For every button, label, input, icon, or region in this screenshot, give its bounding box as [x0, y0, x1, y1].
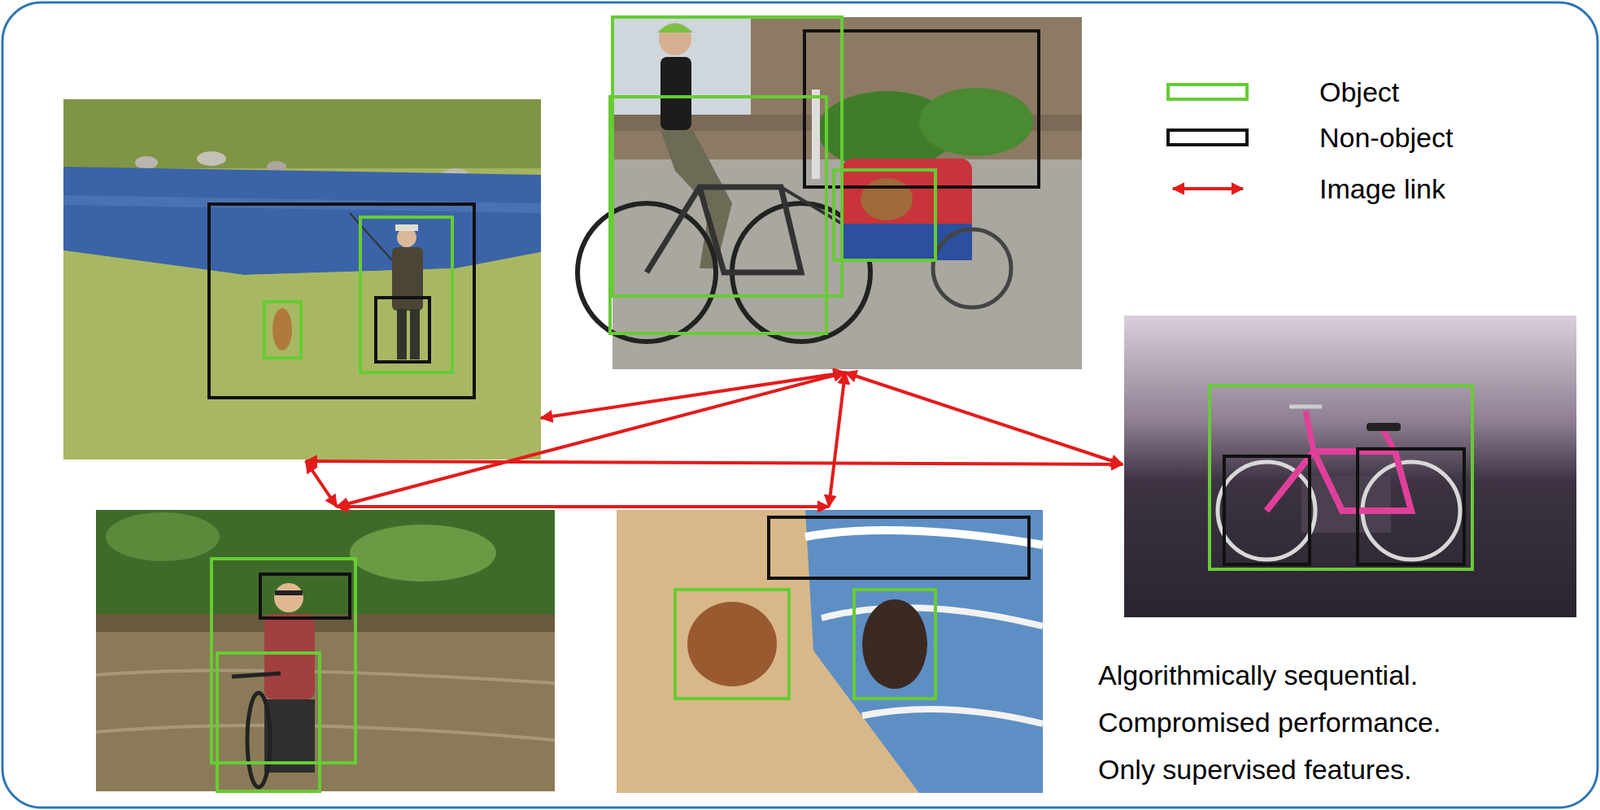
legend-samples-part: [1172, 187, 1243, 191]
note-text-holder: Compromised performance.: [1098, 706, 1441, 739]
photo-beach-dogs-part: [805, 510, 1043, 794]
photo-fisherman-part: [63, 99, 541, 169]
photo-cyclist-part: [612, 17, 842, 297]
photo-cyclist-part: [811, 89, 820, 179]
image-links-part: [845, 372, 1123, 465]
image-links: [305, 372, 1123, 507]
photo-pink-bicycle-part: [1266, 451, 1412, 511]
photo-pink-bicycle-part: [1124, 315, 1577, 618]
legend-label: Object: [1319, 75, 1400, 109]
legend-samples-part: [1168, 84, 1247, 100]
photo-pink-bicycle-part: [1305, 410, 1314, 452]
photo-river-walker-part: [274, 583, 304, 613]
photo-cyclist-part: [860, 178, 913, 221]
photo-river-walker-part: [95, 510, 555, 792]
photo-pink-bicycle-part: [1224, 456, 1310, 565]
photo-pink-bicycle-part: [1366, 422, 1401, 432]
photo-beach-dogs-part: [768, 517, 1029, 579]
image-links-part: [305, 461, 337, 507]
photo-river-walker-part: [105, 512, 220, 562]
photo-river-walker-part: [95, 510, 555, 620]
photo-beach-dogs-part: [862, 709, 1043, 724]
photo-river-walker-part: [274, 590, 303, 596]
photo-beach-dogs-part: [687, 601, 777, 687]
legend-label: Non-object: [1319, 121, 1453, 154]
photo-cyclist-part: [841, 223, 973, 261]
photo-fisherman-part: [392, 247, 423, 311]
photo-fisherman-part: [272, 308, 293, 351]
photo-river-walker-part: [95, 670, 555, 684]
photo-fisherman: [63, 99, 541, 460]
legend-samples: [1168, 84, 1247, 189]
image-links-part: [305, 461, 1123, 465]
note-text: Algorithmically sequential.: [1098, 658, 1418, 692]
photo-fisherman-part: [395, 224, 419, 232]
photo-cyclist: [577, 17, 1082, 370]
photo-cyclist-part: [610, 96, 827, 334]
note-text-holder: Algorithmically sequential.: [1098, 658, 1418, 692]
photo-river-walker-part: [217, 653, 320, 792]
photo-river-walker-part: [211, 558, 356, 763]
photo-cyclist-part: [660, 130, 733, 269]
legend-samples-part: [1168, 130, 1247, 145]
photo-cyclist-part: [612, 17, 1082, 370]
photo-fisherman-part: [375, 297, 430, 362]
photo-river-walker-part: [247, 693, 271, 788]
photo-fisherman-part: [63, 250, 541, 460]
photo-fisherman-part: [264, 301, 301, 358]
image-links-part: [336, 372, 846, 507]
photo-cyclist-part: [833, 170, 936, 261]
photo-river-walker-part: [231, 673, 281, 677]
photo-beach-dogs-part: [805, 530, 1043, 545]
photo-river-walker: [95, 510, 555, 792]
photo-pink-bicycle-part: [1289, 405, 1322, 410]
photo-river-walker-part: [260, 574, 350, 619]
photo-cyclist-part: [919, 87, 1034, 157]
photo-river-walker-part: [349, 524, 497, 582]
note-text-holder: Only supervised features.: [1098, 753, 1413, 786]
photo-fisherman-part: [63, 99, 541, 460]
photo-fisherman-part: [135, 156, 158, 170]
photo-cyclist-part: [932, 229, 1012, 308]
legend-label-holder: Object: [1319, 75, 1400, 109]
photo-river-walker-part: [95, 725, 555, 741]
image-links-part: [336, 505, 829, 509]
image-links-part: [828, 372, 846, 507]
photo-beach-dogs-part: [854, 589, 936, 699]
photo-beach-dogs-part: [862, 599, 928, 689]
photo-beach-dogs-part: [675, 589, 790, 699]
photo-beach-dogs: [616, 510, 1043, 794]
photo-fisherman-part: [396, 309, 407, 360]
photo-fisherman-part: [409, 309, 420, 360]
photo-cyclist-part: [841, 158, 973, 261]
photo-fisherman-part: [63, 166, 541, 275]
photo-cyclist-part: [646, 187, 802, 273]
photo-fisherman-part: [349, 213, 393, 261]
photo-fisherman-part: [360, 217, 453, 373]
photo-pink-bicycle: [1124, 315, 1577, 618]
legend-label-holder: Image link: [1319, 172, 1446, 205]
photo-pink-bicycle-part: [1209, 385, 1473, 570]
legend-label-holder: Non-object: [1319, 121, 1453, 154]
photo-beach-dogs-part: [616, 510, 1043, 794]
note-text: Compromised performance.: [1098, 706, 1441, 739]
note-text: Only supervised features.: [1098, 753, 1413, 786]
photo-river-walker-part: [264, 614, 315, 700]
photo-cyclist-part: [660, 56, 692, 131]
photo-fisherman-part: [196, 151, 227, 166]
legend-label: Image link: [1319, 172, 1446, 205]
photo-cyclist-part: [657, 23, 694, 33]
photo-cyclist-part: [804, 30, 1039, 188]
photo-pink-bicycle-part: [1357, 449, 1465, 565]
photo-fisherman-part: [209, 204, 475, 398]
